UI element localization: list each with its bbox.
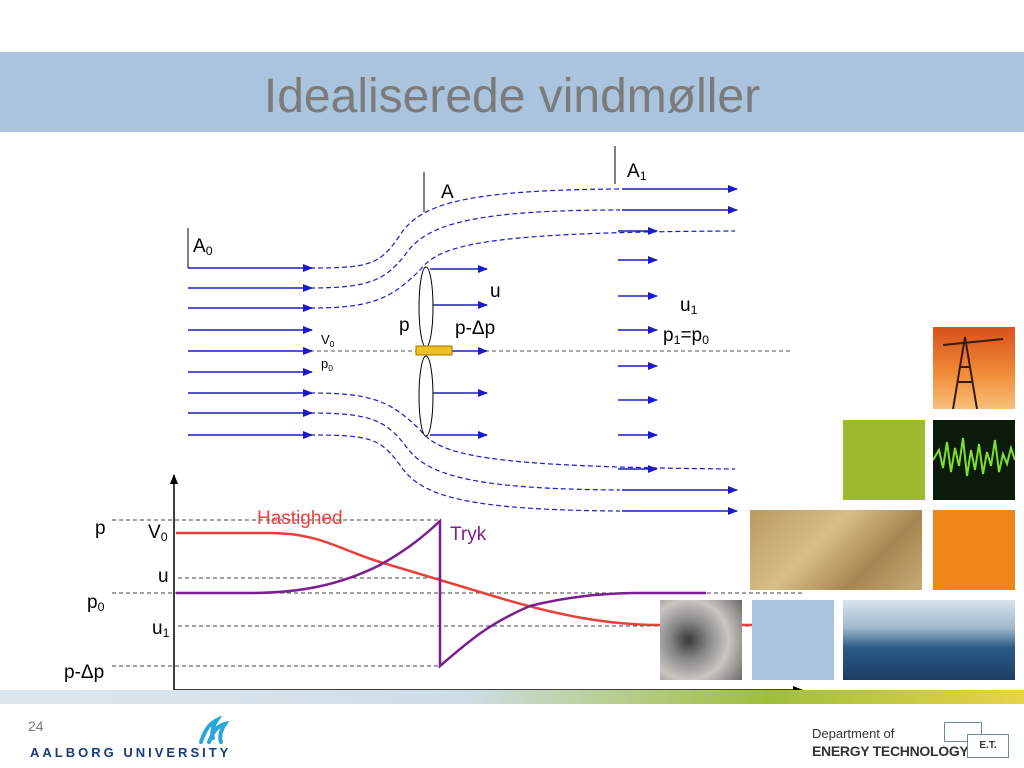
streamline-bot-outer [309,434,621,512]
bottom-band [0,690,1024,704]
label-a: A [441,182,454,203]
university-name: AALBORG UNIVERSITY [30,745,232,760]
tile-green [843,420,925,500]
streamline-top-outer [309,188,621,269]
aau-logo-icon [199,716,230,744]
tile-light-blue [752,600,834,680]
photo-hay-bale [750,510,922,590]
label-v0: V0 [321,332,335,349]
rotor-blade-bottom [418,355,434,437]
dept-badge: E.T. [967,734,1009,758]
y-label-v0: V0 [148,522,168,544]
photo-ocean-waves [843,600,1015,680]
label-u: u [490,281,501,302]
y-label-p: p [95,518,106,539]
rotor-blade-top [418,266,434,348]
downstream-arrows [618,185,738,515]
photo-power-lines [933,327,1015,410]
label-p: p [399,315,410,336]
label-hastighed: Hastighed [257,508,343,529]
pylon-icon [942,336,1004,410]
y-label-pdp: p-Δp [64,662,105,683]
label-p1-eq-p0: p1=p0 [663,325,709,347]
tile-orange [933,510,1015,590]
y-label-u1: u1 [152,618,170,640]
photo-waveform [932,420,1016,500]
streamline-bot-inner [309,392,736,470]
photo-turbine-engine [660,600,742,680]
label-tryk: Tryk [450,524,487,545]
waveform-icon [932,437,1016,477]
streamlines [309,188,736,512]
dept-line2: ENERGY TECHNOLOGY [812,743,969,759]
dept-line1: Department of [812,726,895,741]
label-p0: p0 [321,356,333,373]
pressure-curve [176,518,706,669]
upstream-arrows [188,264,313,439]
streamline-top-mid [309,209,621,289]
label-u1: u1 [680,295,698,317]
y-label-u: u [158,566,169,587]
dept-logo-box [944,722,982,742]
streamline-bot-mid [309,412,621,491]
label-p-minus-dp: p-Δp [455,318,496,339]
title-bar [0,52,1024,132]
label-a0: A0 [193,236,213,258]
label-a1: A1 [627,161,647,183]
slide-title: Idealiserede vindmøller [263,70,761,123]
slide-number: 24 [28,718,44,734]
rotor-hub [415,345,453,356]
y-label-p0: p0 [87,592,105,614]
velocity-curve [176,531,802,627]
streamline-top-inner [309,230,736,309]
